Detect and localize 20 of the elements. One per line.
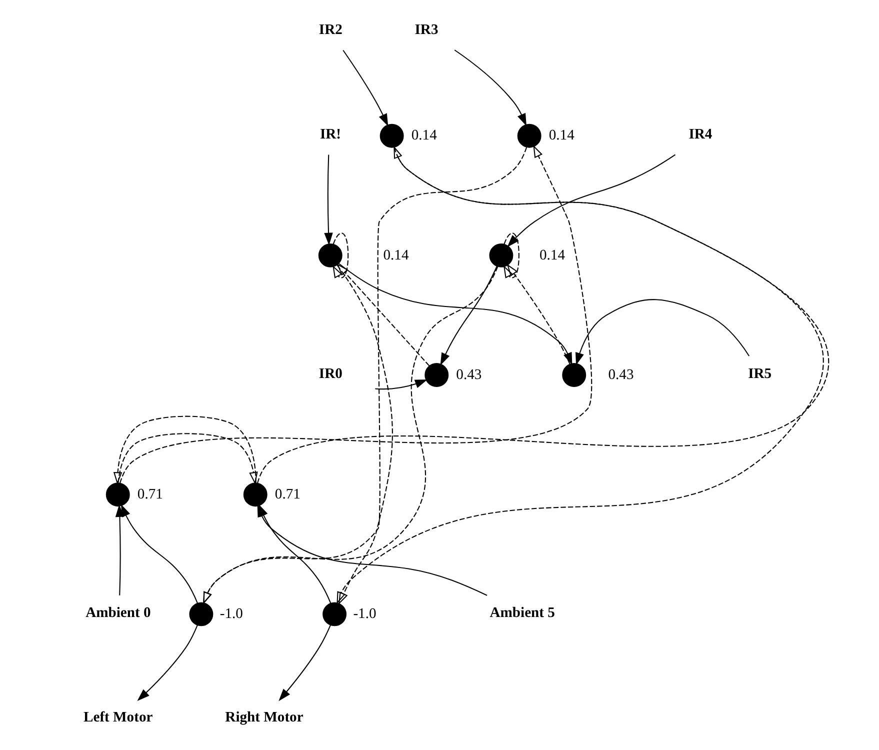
node-label: 0.71: [274, 486, 300, 502]
node-label: 0.71: [137, 486, 163, 502]
node-label: 0.43: [456, 366, 482, 383]
node-text: Left Motor: [84, 710, 153, 726]
node-text: Ambient 0: [86, 604, 151, 621]
node-label: -1.0: [353, 606, 376, 622]
node-label: 0.14: [383, 247, 409, 264]
node-text: IR!: [320, 126, 342, 143]
node-label: 0.43: [608, 366, 634, 383]
node-text: IR3: [414, 22, 438, 38]
node-text: IR2: [318, 22, 342, 38]
node-label: 0.14: [548, 128, 574, 144]
node-text: IR4: [688, 126, 712, 143]
node-text: IR5: [748, 366, 772, 382]
node-label: -1.0: [220, 606, 243, 622]
node-text: IR0: [318, 366, 342, 382]
node-text: Ambient 5: [490, 604, 555, 621]
node-label: 0.14: [539, 247, 566, 264]
node-label: 0.14: [411, 128, 437, 144]
node-text: Right Motor: [225, 710, 304, 726]
